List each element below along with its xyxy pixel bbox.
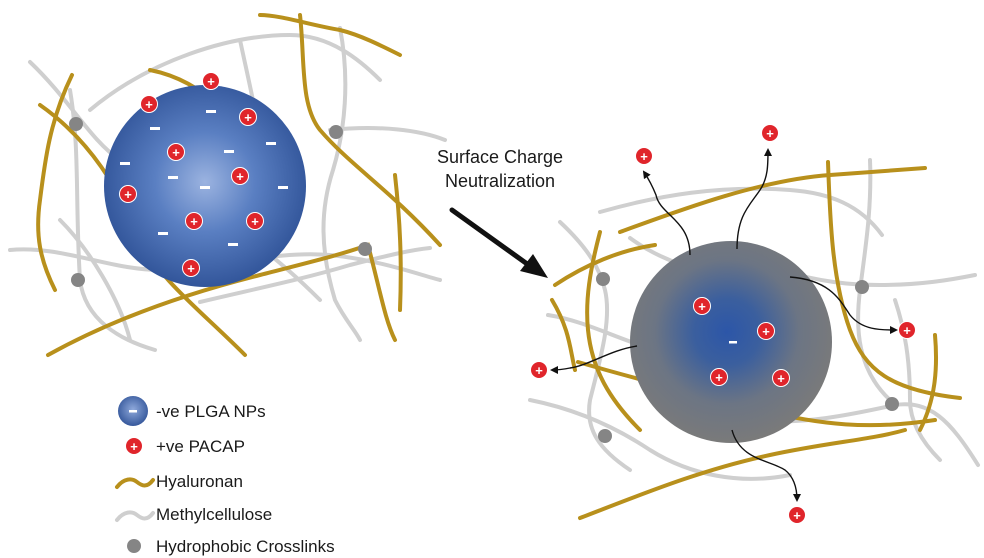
pacap-molecule: + (239, 108, 257, 126)
pacap-molecule: + (772, 369, 790, 387)
svg-text:+: + (903, 323, 911, 338)
crosslink-node (885, 397, 899, 411)
svg-text:+: + (124, 187, 132, 202)
legend-item-methylcellulose: Methylcellulose (115, 505, 272, 524)
process-arrow-shaft (449, 207, 533, 269)
negative-charge (168, 176, 178, 179)
crosslink-node (598, 429, 612, 443)
svg-text:+: + (244, 110, 252, 125)
svg-text:+: + (236, 169, 244, 184)
svg-text:+: + (715, 370, 723, 385)
svg-text:+: + (762, 324, 770, 339)
svg-text:+: + (172, 145, 180, 160)
svg-text:+: + (640, 149, 648, 164)
svg-text:+: + (130, 439, 138, 454)
release-arrow (736, 148, 772, 250)
process-indicator: Surface Charge Neutralization (437, 147, 563, 278)
left-crosslinks (69, 117, 372, 287)
pacap-molecule: + (530, 361, 548, 379)
negative-charge (224, 150, 234, 153)
negative-charge (228, 243, 238, 246)
pacap-molecule: + (185, 212, 203, 230)
legend-item-crosslinks: Hydrophobic Crosslinks (127, 537, 335, 556)
legend-item-hyaluronan: Hyaluronan (115, 472, 243, 491)
crosslink-node (71, 273, 85, 287)
legend-crosslinks-label: Hydrophobic Crosslinks (156, 537, 335, 556)
negative-charge (278, 186, 288, 189)
pacap-molecule: + (757, 322, 775, 340)
legend-methylcellulose-label: Methylcellulose (156, 505, 272, 524)
release-arrow (731, 429, 801, 502)
pacap-molecule: + (693, 297, 711, 315)
legend-pacap-swatch (125, 437, 143, 455)
release-arrow (550, 345, 638, 374)
crosslink-node (329, 125, 343, 139)
svg-text:+: + (766, 126, 774, 141)
svg-text:+: + (207, 74, 215, 89)
left-negative-charges (120, 110, 288, 246)
release-arrow (642, 170, 691, 256)
pacap-molecule: + (167, 143, 185, 161)
legend-methylcellulose-swatch (115, 510, 155, 522)
process-label-line1: Surface Charge (437, 147, 563, 167)
left-hydrogel: + + + + + + + + + (8, 13, 447, 357)
pacap-molecule: + (710, 368, 728, 386)
legend-item-pacap: + +ve PACAP (125, 437, 245, 456)
svg-text:+: + (187, 261, 195, 276)
legend-crosslink-swatch (127, 539, 141, 553)
pacap-molecule: + (182, 259, 200, 277)
negative-charge (120, 162, 130, 165)
svg-text:+: + (251, 214, 259, 229)
crosslink-node (358, 242, 372, 256)
pacap-molecule: + (231, 167, 249, 185)
negative-charge (150, 127, 160, 130)
process-arrow-head (520, 254, 548, 278)
legend: -ve PLGA NPs + +ve PACAP Hyaluronan Meth… (115, 396, 335, 556)
pacap-molecule: + (140, 95, 158, 113)
pacap-molecule: + (119, 185, 137, 203)
legend-pacap-label: +ve PACAP (156, 437, 245, 456)
pacap-molecule: + (635, 147, 653, 165)
crosslink-node (855, 280, 869, 294)
crosslink-node (69, 117, 83, 131)
svg-text:+: + (777, 371, 785, 386)
released-pacap: + + + + + (530, 124, 916, 524)
pacap-molecule: + (761, 124, 779, 142)
negative-charge (206, 110, 216, 113)
crosslink-node (596, 272, 610, 286)
left-pacap-charges: + + + + + + + + + (119, 72, 264, 277)
svg-text:+: + (190, 214, 198, 229)
pacap-molecule: + (898, 321, 916, 339)
svg-text:+: + (698, 299, 706, 314)
right-crosslinks (596, 272, 899, 443)
svg-text:+: + (145, 97, 153, 112)
negative-charge (200, 186, 210, 189)
pacap-molecule: + (246, 212, 264, 230)
negative-charge (266, 142, 276, 145)
svg-text:+: + (535, 363, 543, 378)
legend-nps-label: -ve PLGA NPs (156, 402, 266, 421)
release-arrow (789, 276, 898, 334)
process-label-line2: Neutralization (445, 171, 555, 191)
pacap-molecule: + (202, 72, 220, 90)
right-hydrogel: + + + + + + + + + (528, 124, 980, 524)
svg-text:+: + (793, 508, 801, 523)
legend-hyaluronan-swatch (115, 477, 155, 489)
negative-charge (729, 341, 737, 344)
release-arrows (550, 148, 898, 502)
right-pacap-charges: + + + + (693, 297, 790, 387)
pacap-molecule: + (788, 506, 806, 524)
legend-item-nps: -ve PLGA NPs (118, 396, 266, 426)
legend-np-minus (129, 410, 137, 413)
negative-charge (158, 232, 168, 235)
legend-hyaluronan-label: Hyaluronan (156, 472, 243, 491)
